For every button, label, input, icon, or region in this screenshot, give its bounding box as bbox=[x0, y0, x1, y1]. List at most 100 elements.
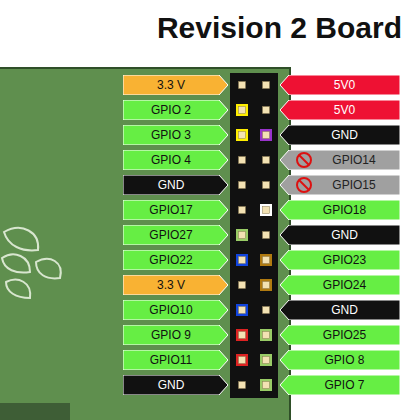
pin-label-tag: GPIO 4 bbox=[123, 150, 228, 170]
pin-name: GPIO25 bbox=[280, 325, 400, 345]
header-pin bbox=[263, 182, 270, 189]
tag-shape bbox=[123, 300, 228, 320]
pin-name: GPIO24 bbox=[280, 275, 400, 295]
tag-shape bbox=[123, 100, 228, 120]
pin-name: GPIO15 bbox=[280, 175, 400, 195]
header-pin bbox=[263, 157, 270, 164]
pin-label-tag: GPIO 3 bbox=[123, 125, 228, 145]
pin-label-tag: GPIO11 bbox=[123, 350, 228, 370]
pin-highlight bbox=[260, 254, 272, 266]
pin-name: GPIO 3 bbox=[123, 125, 228, 145]
header-pin bbox=[239, 207, 246, 214]
pin-name: GPIO23 bbox=[280, 250, 400, 270]
header-pin bbox=[239, 332, 246, 339]
tag-shape bbox=[123, 375, 228, 395]
pin-highlight bbox=[236, 129, 248, 141]
pin-label-tag: GPIO18 bbox=[280, 200, 400, 220]
header-pin bbox=[239, 282, 246, 289]
pin-name: GND bbox=[280, 300, 400, 320]
pin-label-tag: GPIO14 bbox=[280, 150, 400, 170]
pin-name: 5V0 bbox=[280, 100, 400, 120]
pin-label-tag: GPIO23 bbox=[280, 250, 400, 270]
pin-name: GND bbox=[123, 175, 228, 195]
header-pin bbox=[263, 107, 270, 114]
header-pin bbox=[239, 107, 246, 114]
pin-name: 3.3 V bbox=[123, 75, 228, 95]
pin-name: GPIO 9 bbox=[123, 325, 228, 345]
header-pin bbox=[263, 232, 270, 239]
tag-shape bbox=[280, 350, 400, 370]
header-pin bbox=[239, 157, 246, 164]
pin-highlight bbox=[260, 354, 272, 366]
pin-highlight bbox=[260, 129, 272, 141]
pin-label-tag: 5V0 bbox=[280, 100, 400, 120]
tag-shape bbox=[123, 350, 228, 370]
pin-highlight bbox=[236, 104, 248, 116]
pin-label-tag: GPIO15 bbox=[280, 175, 400, 195]
header-pin bbox=[239, 357, 246, 364]
tag-shape bbox=[123, 125, 228, 145]
pin-highlight bbox=[236, 229, 248, 241]
pin-name: GPIO14 bbox=[280, 150, 400, 170]
tag-shape bbox=[280, 75, 400, 95]
tag-shape bbox=[280, 225, 400, 245]
pin-label-tag: GPIO17 bbox=[123, 200, 228, 220]
header-pin bbox=[263, 382, 270, 389]
header-pin bbox=[263, 307, 270, 314]
pin-label-tag: GPIO 8 bbox=[280, 350, 400, 370]
tag-shape bbox=[280, 325, 400, 345]
board-component bbox=[0, 403, 70, 420]
tag-shape bbox=[123, 200, 228, 220]
header-pin bbox=[263, 332, 270, 339]
pin-label-tag: GND bbox=[123, 175, 228, 195]
pin-label-tag: 3.3 V bbox=[123, 275, 228, 295]
pin-name: GPIO22 bbox=[123, 250, 228, 270]
tag-shape bbox=[123, 275, 228, 295]
header-pin bbox=[263, 257, 270, 264]
raspberry-logo bbox=[2, 228, 61, 298]
header-pin bbox=[239, 182, 246, 189]
tag-shape bbox=[123, 175, 228, 195]
tag-shape bbox=[280, 125, 400, 145]
header-pin bbox=[239, 232, 246, 239]
pin-label-tag: 3.3 V bbox=[123, 75, 228, 95]
pin-label-tag: GPIO 2 bbox=[123, 100, 228, 120]
tag-shape bbox=[280, 200, 400, 220]
pin-name: GPIO27 bbox=[123, 225, 228, 245]
tag-shape bbox=[280, 375, 400, 395]
pin-name: GPIO 8 bbox=[280, 350, 400, 370]
pin-name: GPIO10 bbox=[123, 300, 228, 320]
header-pin bbox=[263, 82, 270, 89]
pin-name: 3.3 V bbox=[123, 275, 228, 295]
header-pin bbox=[239, 257, 246, 264]
pin-highlight bbox=[260, 379, 272, 391]
pin-highlight bbox=[260, 204, 272, 216]
tag-shape bbox=[123, 150, 228, 170]
header-pin bbox=[239, 307, 246, 314]
pcb-board bbox=[0, 68, 290, 420]
pin-highlight bbox=[236, 304, 248, 316]
pin-header bbox=[230, 73, 278, 398]
header-pins bbox=[236, 82, 272, 392]
tag-shape bbox=[280, 275, 400, 295]
page-title: Revision 2 Board bbox=[157, 10, 402, 46]
pin-label-tag: GPIO 7 bbox=[280, 375, 400, 395]
pin-highlight bbox=[236, 354, 248, 366]
header-pin bbox=[263, 132, 270, 139]
pin-label-tag: GPIO25 bbox=[280, 325, 400, 345]
tag-shape bbox=[280, 100, 400, 120]
tag-shape bbox=[123, 250, 228, 270]
tag-shape bbox=[280, 250, 400, 270]
pin-label-tag: GND bbox=[123, 375, 228, 395]
pin-highlight bbox=[236, 254, 248, 266]
tag-shape bbox=[123, 325, 228, 345]
header-pin bbox=[263, 282, 270, 289]
pin-label-tag: GND bbox=[280, 300, 400, 320]
pin-name: 5V0 bbox=[280, 75, 400, 95]
pin-highlight bbox=[260, 279, 272, 291]
not-available-icon bbox=[297, 153, 311, 167]
header-pin bbox=[263, 207, 270, 214]
header-pin bbox=[263, 357, 270, 364]
pin-name: GND bbox=[280, 125, 400, 145]
pin-name: GPIO 4 bbox=[123, 150, 228, 170]
